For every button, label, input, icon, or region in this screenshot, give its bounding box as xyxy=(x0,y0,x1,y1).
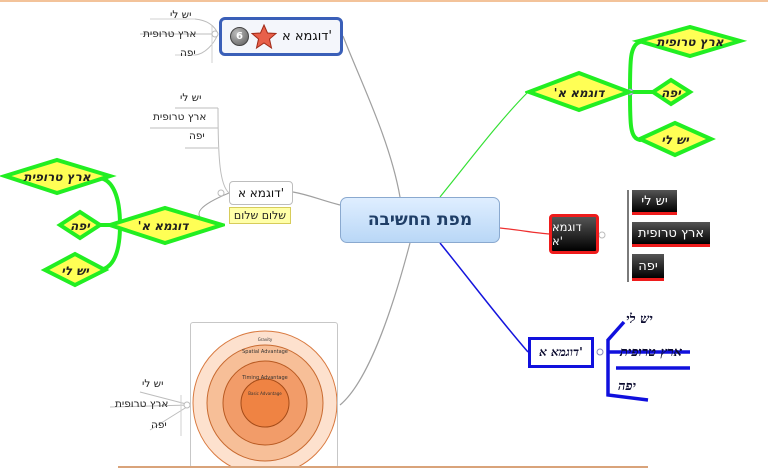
image-label-4: Basic Advantage xyxy=(248,391,282,396)
leaf-mid-left-1[interactable]: יש לי xyxy=(180,92,202,104)
leaf-right-red-1[interactable]: יש לי xyxy=(632,190,677,215)
image-label-2: Spatial Advantage xyxy=(242,349,288,355)
leaf-mid-left-2[interactable]: ארץ טרופית xyxy=(153,111,207,123)
diamond-left-group: דוגמא א' ארץ טרופית יפה יש לי xyxy=(0,157,225,288)
topic-mid-left[interactable]: דוגמא א' xyxy=(229,181,293,205)
leaf-right-blue-1[interactable]: יש לי xyxy=(626,312,653,327)
diamond-right-leaf-1[interactable] xyxy=(631,25,748,59)
topic-mid-left-label: דוגמא א' xyxy=(237,186,285,200)
topic-right-red-label: דוגמא א' xyxy=(552,220,582,248)
bottom-border xyxy=(118,466,648,468)
leaf-right-red-3[interactable]: יפה xyxy=(632,254,664,281)
topic-note: שלום שלום xyxy=(229,207,291,224)
topic-image[interactable]: Gravity Spatial Advantage Timing Advanta… xyxy=(190,322,338,468)
leaf-right-blue-2[interactable]: ארץ טרופית xyxy=(620,345,683,360)
leaf-right-red-2[interactable]: ארץ טרופית xyxy=(632,222,710,247)
diamond-left-leaf-2[interactable] xyxy=(56,209,104,241)
topic-top-left-label: דוגמא א' xyxy=(282,29,332,44)
leaf-top-left-3[interactable]: יפה xyxy=(180,47,196,59)
diamond-left-leaf-1[interactable] xyxy=(0,157,117,196)
leaf-mid-left-3[interactable]: יפה xyxy=(189,130,205,142)
image-label-1: Gravity xyxy=(258,337,273,342)
diamond-right-main[interactable] xyxy=(525,70,635,113)
diamond-left-leaf-3-label: יש לי xyxy=(61,264,90,278)
concentric-diagram-image: Gravity Spatial Advantage Timing Advanta… xyxy=(192,330,337,467)
diamond-right-group: דוגמא א' ארץ טרופית יפה יש לי xyxy=(525,25,748,158)
diamond-left-leaf-3[interactable] xyxy=(40,251,110,288)
top-border xyxy=(0,0,768,2)
diamond-left-main-label: דוגמא א' xyxy=(138,219,189,233)
leaf-bottom-left-3[interactable]: יפה xyxy=(151,419,167,431)
topic-right-blue[interactable]: דוגמא א' xyxy=(528,337,594,368)
diamond-left-leaf-2-label: יפה xyxy=(70,219,91,233)
star-icon xyxy=(251,24,277,50)
leaf-top-left-1[interactable]: יש לי xyxy=(170,9,192,21)
topic-right-red[interactable]: דוגמא א' xyxy=(549,214,599,254)
leaf-top-left-2[interactable]: ארץ טרופית xyxy=(143,28,197,40)
priority-icon: 6 xyxy=(230,27,249,46)
diamond-left-leaf-1-label: ארץ טרופית xyxy=(23,170,90,184)
diamond-left-main[interactable] xyxy=(103,205,225,246)
diamond-right-leaf-1-label: ארץ טרופית xyxy=(656,35,723,49)
leaf-bottom-left-2[interactable]: ארץ טרופית xyxy=(115,398,169,410)
leaf-right-blue-3[interactable]: יפה xyxy=(618,379,636,394)
diamond-right-leaf-2[interactable] xyxy=(649,77,694,107)
diamond-right-leaf-3-label: יש לי xyxy=(661,133,690,147)
diamond-right-leaf-2-label: יפה xyxy=(661,86,682,100)
central-topic[interactable]: מפת החשיבה xyxy=(340,197,500,243)
diamond-right-leaf-3[interactable] xyxy=(635,120,716,158)
leaf-bottom-left-1[interactable]: יש לי xyxy=(142,378,164,390)
image-label-3: Timing Advantage xyxy=(241,375,287,381)
central-topic-label: מפת החשיבה xyxy=(367,210,473,230)
diamond-right-main-label: דוגמא א' xyxy=(554,86,605,100)
topic-right-blue-label: דוגמא א' xyxy=(539,345,583,359)
